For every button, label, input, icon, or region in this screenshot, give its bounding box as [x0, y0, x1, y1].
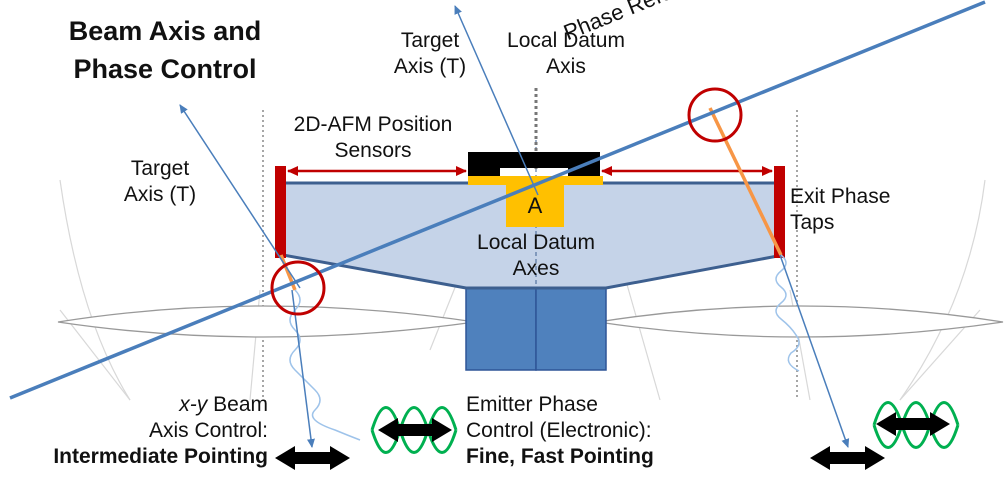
xy-beam-line-3: Intermediate Pointing: [53, 445, 268, 468]
title-line-2: Phase Control: [73, 54, 257, 84]
xy-beam-line-2: Axis Control:: [148, 419, 268, 442]
emitter-phase-line-2: Control (Electronic):: [466, 419, 652, 442]
red-circle-right: [687, 87, 743, 143]
target-axis-top-arrow: [454, 5, 539, 196]
afm-sensors-line-1: 2D-AFM Position: [293, 113, 453, 136]
wave-right: [775, 254, 800, 372]
green-wave-right: [872, 401, 960, 449]
target-axis-left-label: Target Axis (T): [105, 156, 215, 208]
xy-beam-italic: x-y: [179, 393, 208, 416]
phase-reference-plane-line: [9, 0, 986, 400]
diagram-title: Beam Axis and Phase Control: [30, 12, 300, 88]
sensor-gold-bar: [468, 176, 603, 185]
target-axis-top-line-2: Axis (T): [393, 55, 467, 78]
local-datum-axis-line-1: Local Datum: [507, 29, 625, 52]
left-lens: [57, 305, 476, 338]
xy-beam-label: x-y Beam Axis Control: Intermediate Poin…: [0, 392, 268, 470]
xy-beam-line-1: x-y Beam: [0, 392, 268, 418]
local-datum-axis-label: Local Datum Axis: [486, 28, 646, 80]
right-lens: [597, 305, 1004, 338]
target-axis-left-arrow-down: [291, 289, 315, 448]
exit-phase-taps-line-2: Taps: [790, 211, 835, 234]
exit-axis-right-arrow: [779, 254, 850, 448]
title-line-1: Beam Axis and: [68, 16, 262, 46]
target-axis-left-line-1: Target: [130, 157, 190, 180]
orange-lever-right: [708, 107, 783, 256]
exit-phase-taps-label: Exit Phase Taps: [790, 184, 900, 236]
target-axis-left-arrow-up: [179, 104, 301, 289]
emitter-phase-line-3: Fine, Fast Pointing: [466, 445, 654, 468]
emitter-block-right: [535, 287, 607, 371]
green-wave-left: [370, 406, 458, 454]
wave-left: [289, 289, 361, 441]
dotted-reference-lines: [262, 110, 798, 400]
target-axis-top-label: Target Axis (T): [375, 28, 485, 80]
red-circle-left: [270, 260, 326, 316]
local-datum-axis-line-2: Axis: [546, 55, 586, 78]
emitter-block-left: [465, 287, 537, 371]
exit-phase-taps-line-1: Exit Phase: [790, 185, 891, 208]
sensor-bracket: [468, 152, 600, 176]
emitter-phase-label: Emitter Phase Control (Electronic): Fine…: [466, 392, 706, 470]
afm-sensors-line-2: Sensors: [334, 139, 412, 162]
red-tap-right: [774, 166, 785, 258]
emitter-phase-line-1: Emitter Phase: [466, 393, 598, 416]
xy-beam-rest: Beam: [207, 393, 268, 416]
target-axis-left-line-2: Axis (T): [123, 183, 197, 206]
local-datum-axes-line-1: Local Datum: [477, 231, 595, 254]
black-double-arrows: [275, 412, 950, 470]
local-datum-axes-line-2: Axes: [512, 257, 560, 280]
block-a-label: A: [527, 193, 543, 218]
afm-sensors-label: 2D-AFM Position Sensors: [268, 112, 478, 164]
target-axis-top-line-1: Target: [400, 29, 460, 52]
red-tap-left: [275, 166, 286, 258]
local-datum-axes-label: Local Datum Axes: [446, 230, 626, 282]
